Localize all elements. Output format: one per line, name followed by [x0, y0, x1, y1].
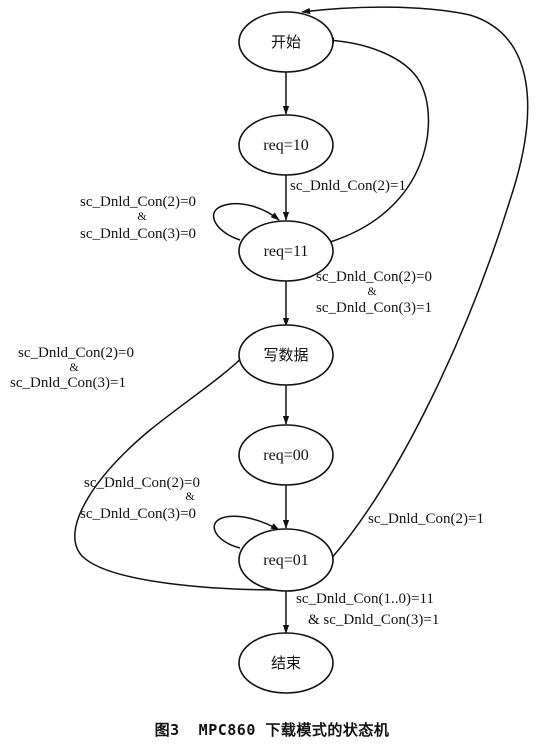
- label-req01-self-line1: sc_Dnld_Con(2)=0: [84, 475, 200, 491]
- state-req00-label: req=00: [263, 447, 308, 464]
- label-req01-to-write: sc_Dnld_Con(2)=0 & sc_Dnld_Con(3)=1: [10, 345, 134, 391]
- label-req01-to-end-line1: sc_Dnld_Con(1..0)=11: [296, 591, 434, 607]
- state-write-data-label: 写数据: [263, 346, 308, 364]
- label-req11-self-line2: sc_Dnld_Con(3)=0: [80, 226, 196, 242]
- label-req01-to-end-line2: & sc_Dnld_Con(3)=1: [308, 612, 439, 628]
- label-req11-to-write-line1: sc_Dnld_Con(2)=0: [316, 269, 432, 285]
- label-req11-self-loop: sc_Dnld_Con(2)=0 & sc_Dnld_Con(3)=0: [80, 194, 196, 242]
- state-write-data: 写数据: [238, 324, 334, 386]
- state-start-shape: [238, 11, 334, 73]
- state-req11-label: req=11: [264, 243, 309, 260]
- state-req01-label: req=01: [263, 552, 308, 569]
- label-req01-to-start: sc_Dnld_Con(2)=1: [368, 511, 484, 527]
- label-req01-to-write-line1: sc_Dnld_Con(2)=0: [18, 345, 134, 361]
- state-end-label: 结束: [271, 654, 301, 672]
- label-req11-self-line1: sc_Dnld_Con(2)=0: [80, 194, 196, 210]
- state-end: 结束: [238, 632, 334, 694]
- state-req11: req=11: [238, 220, 334, 282]
- label-req01-to-write-amp: &: [69, 360, 79, 374]
- label-req01-to-write-line2: sc_Dnld_Con(3)=1: [10, 375, 126, 391]
- edge-req01-self-loop: [213, 515, 280, 549]
- edge-req01-to-start: [301, 6, 529, 561]
- state-req01-shape: [238, 528, 334, 592]
- state-req10-label: req=10: [263, 137, 308, 154]
- state-end-shape: [238, 632, 334, 694]
- state-req00-shape: [238, 424, 334, 486]
- state-req11-shape: [238, 220, 334, 282]
- state-req01: req=01: [238, 528, 334, 592]
- label-req11-to-write-amp: &: [367, 284, 377, 298]
- label-req10-to-req11: sc_Dnld_Con(2)=1: [290, 178, 406, 194]
- label-req01-self-loop: sc_Dnld_Con(2)=0 & sc_Dnld_Con(3)=0: [80, 475, 200, 522]
- label-req01-self-amp: &: [185, 489, 195, 503]
- edge-req11-self-loop: [212, 202, 280, 241]
- label-req01-self-line2: sc_Dnld_Con(3)=0: [80, 506, 196, 522]
- state-write-data-shape: [238, 324, 334, 386]
- label-req01-to-end: sc_Dnld_Con(1..0)=11 & sc_Dnld_Con(3)=1: [296, 591, 439, 628]
- state-req10-shape: [238, 114, 334, 176]
- state-req00: req=00: [238, 424, 334, 486]
- edge-req01-to-write: [74, 351, 283, 591]
- label-req11-self-amp: &: [137, 209, 147, 223]
- state-start: 开始: [238, 11, 334, 73]
- label-req11-to-write: sc_Dnld_Con(2)=0 & sc_Dnld_Con(3)=1: [316, 269, 432, 316]
- state-req10: req=10: [238, 114, 334, 176]
- figure-caption: 图3 MPC860 下载模式的状态机: [155, 721, 390, 739]
- state-start-label: 开始: [271, 33, 301, 51]
- edge-req11-to-start: [325, 37, 430, 243]
- label-req11-to-write-line2: sc_Dnld_Con(3)=1: [316, 300, 432, 316]
